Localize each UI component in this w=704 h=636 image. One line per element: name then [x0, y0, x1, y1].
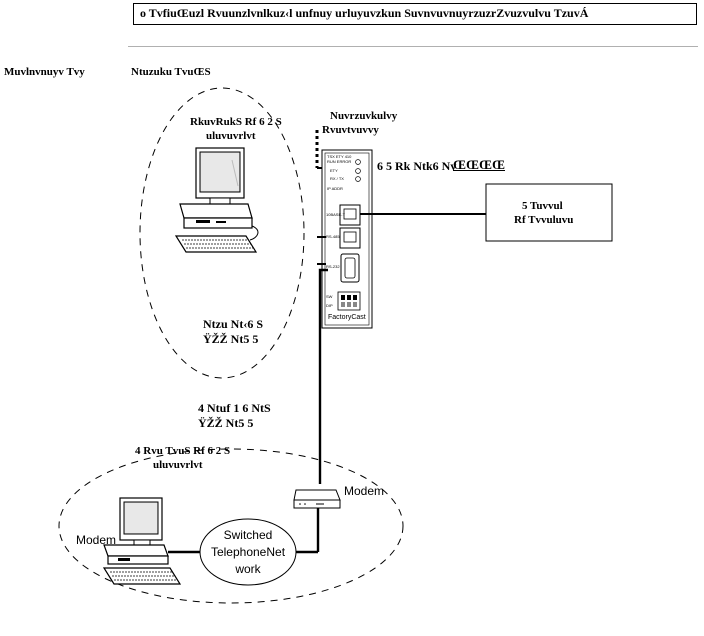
remote-device-box [485, 183, 613, 242]
module-link[interactable]: ŒŒŒŒ [453, 157, 505, 172]
module-led-run: RUN ERROR [327, 159, 352, 164]
module-port-rs232: RS-232 [326, 264, 340, 269]
module-brand: FactoryCast [328, 314, 366, 321]
module-port-rs485: RS-485 [326, 234, 340, 239]
module-led-ety: ETY [330, 168, 338, 173]
remote-pc-label-line2: uluvuvrlvt [153, 459, 203, 471]
factorycast-module [321, 149, 373, 329]
modem-device-right [293, 489, 341, 509]
desktop-pc-icon [174, 147, 259, 253]
serial-link [318, 268, 328, 484]
network-label-line2: TelephoneNet [210, 545, 286, 559]
network-label-line3: work [235, 562, 261, 576]
network-label-line1: Switched [223, 528, 273, 542]
module-model-text: TSX ETY 410 [327, 154, 352, 159]
module-port-dip: DIP [326, 303, 333, 308]
lan-label-line2: ŸŽŽ Nt5 5 [203, 332, 259, 346]
local-pc-label-line1: RkuvRukS Rf 6 2 S [190, 116, 282, 128]
module-led-rxtx: RX / TX [330, 176, 344, 181]
lan-label-line1: Ntzu Nt‹6 S [203, 317, 263, 331]
remote-pc-icon [102, 497, 182, 585]
top-port-label-line1: Nuvrzuvkulvy [330, 110, 398, 122]
top-port-label-line2: Rvuvtvuvvy [322, 124, 379, 136]
section-label: Ntuzuku TvuŒS [131, 66, 211, 78]
module-ip-text: IP ADDR [327, 186, 343, 191]
modem-left-label: Modem [76, 533, 117, 547]
divider-line [128, 46, 698, 47]
left-margin-label: Muvlnvnuyv Tvy [4, 66, 85, 78]
modem-right-label: Modem [344, 484, 385, 498]
right-box-label-line2: Rf Tvvuluvu [514, 214, 574, 226]
right-box-label-line1: 5 Tuvvul [522, 200, 563, 212]
module-port-10baset: 10BASE-T [326, 212, 345, 217]
remote-pc-label-line1: 4 Rvu TvuS Rf 6 2 S [135, 445, 231, 457]
figure-caption: o TvfiuŒuzl Rvuunzlvnlkuz‹l unfnuy urluy… [140, 6, 589, 20]
wan-label-line2: ŸŽŽ Nt5 5 [198, 416, 254, 430]
remote-zone-ellipse [58, 448, 404, 604]
local-pc-label-line2: uluvuvrlvt [206, 130, 256, 142]
module-label: 6 5 Rk Ntk6 Nv [377, 159, 457, 173]
caption-box [133, 3, 697, 25]
wan-label-line1: 4 Ntuf 1 6 NtS [198, 401, 271, 415]
module-port-sw: SW [326, 294, 333, 299]
local-zone-ellipse [139, 87, 305, 379]
